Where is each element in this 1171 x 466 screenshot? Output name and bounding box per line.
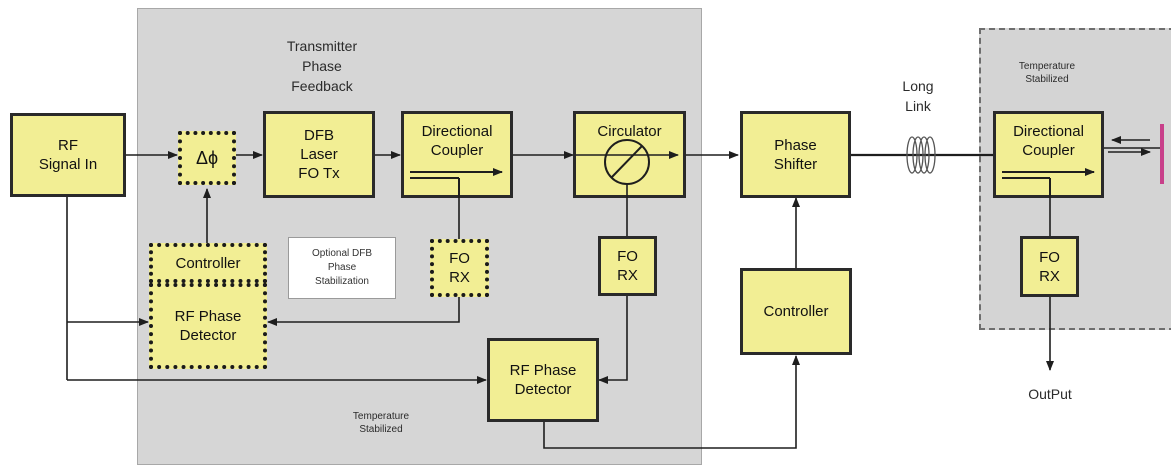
controller-tx-block: Controller <box>149 243 267 283</box>
transmitter-region-label: Temperature Stabilized <box>352 411 410 435</box>
remote-region-label: Temperature Stabilized <box>1018 61 1076 85</box>
long-link-label: Long Link <box>902 78 934 114</box>
fo-rx-optional-block: FO RX <box>430 239 489 297</box>
wire-fo-rx-to-opt-detector <box>267 297 460 326</box>
directional-coupler-tx-block: Directional Coupler <box>401 111 513 198</box>
directional-coupler-remote-block: Directional Coupler <box>993 111 1104 198</box>
dfb-laser-fo-tx-block: DFB Laser FO Tx <box>263 111 375 198</box>
fo-rx-remote-block: FO RX <box>1020 236 1079 297</box>
wire-fo-rx-to-main-detector <box>598 296 628 384</box>
optional-dfb-phase-stabilization-note: Optional DFB Phase Stabilization <box>288 237 396 299</box>
controller-main-block: Controller <box>740 268 852 355</box>
fo-rx-circulator-block: FO RX <box>598 236 657 296</box>
circulator-block: Circulator <box>573 111 686 198</box>
delta-phi-block: Δϕ <box>178 131 236 185</box>
wire-detector-to-controller <box>543 355 800 449</box>
fiber-spool-icon <box>906 136 936 174</box>
phase-shifter-block: Phase Shifter <box>740 111 851 198</box>
transmitter-phase-feedback-heading: Transmitter Phase Feedback <box>286 38 358 94</box>
rf-signal-in-block: RF Signal In <box>10 113 126 197</box>
output-label: OutPut <box>1028 386 1072 402</box>
rf-phase-detector-tx-block: RF Phase Detector <box>149 283 267 369</box>
rf-phase-detector-main-block: RF Phase Detector <box>487 338 599 422</box>
